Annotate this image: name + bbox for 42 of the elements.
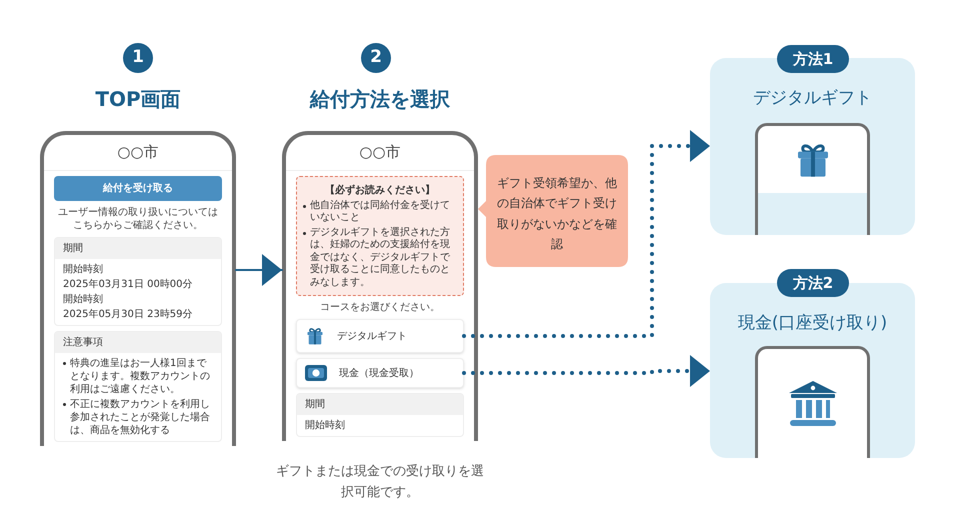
step-number-badge: 1	[123, 43, 153, 73]
card-title: 注意事項	[55, 332, 221, 352]
option-label: デジタルギフト	[337, 330, 407, 344]
screen-header: ○○市	[44, 135, 232, 170]
receive-button: 給付を受け取る	[54, 176, 222, 200]
card-title: 期間	[297, 394, 463, 415]
card-text: 開始時刻	[305, 419, 346, 432]
option-card	[296, 358, 464, 388]
bullet-item: デジタルギフトを選択された方は、妊婦のための支援給付を現金ではなく、デジタルギフトで受け取ることに同意したものとみなします。	[310, 226, 451, 289]
phone-mockup	[755, 346, 870, 458]
option-card	[296, 319, 464, 353]
phone-mockup	[755, 123, 870, 235]
connector-arrow	[462, 130, 712, 338]
screen-note: コースをお選びください。	[319, 301, 441, 314]
screen-note: ユーザー情報の取り扱いについてはこちらからご確認ください。	[57, 206, 219, 232]
info-card	[54, 330, 222, 442]
method-badge: 方法1	[777, 45, 849, 73]
card-text: 開始時刻	[63, 262, 104, 276]
screen-header: ○○市	[286, 135, 474, 170]
phone-screen	[40, 131, 236, 446]
bullet-item: 他自治体では同給付金を受けていないこと	[310, 200, 451, 224]
phone-screen	[282, 131, 478, 441]
bullet-item: 特典の進呈はお一人様1回までとなります。複数アカウントの利用はご遠慮ください。	[70, 356, 211, 396]
card-text: 2025年05月30日 23時59分	[63, 308, 194, 320]
speech-bubble	[478, 155, 628, 267]
option-label: 現金（現金受取）	[339, 366, 419, 380]
panel-title: デジタルギフト	[753, 87, 872, 110]
text-label: 給付方法を選択	[308, 86, 451, 113]
text-label: ギフトまたは現金での受け取りを選択可能です。	[275, 463, 485, 502]
notice-box	[296, 176, 464, 296]
step-number-badge: 2	[361, 43, 391, 73]
card-text: 2025年03月31日 00時00分	[63, 278, 194, 290]
notice-title: 【必ずお読みください】	[324, 184, 436, 198]
bubble-text: ギフト受領希望か、他の自治体でギフト受け取りがないかなどを確認	[496, 175, 618, 254]
connector-arrow	[462, 355, 712, 387]
method-badge: 方法2	[777, 269, 849, 297]
text-label: TOP画面	[94, 86, 182, 113]
card-text: 開始時刻	[63, 292, 104, 306]
bullet-item: 不正に複数アカウントを利用し参加されたことが発覚した場合は、商品を無効化する	[70, 398, 211, 436]
connector-arrow	[235, 254, 283, 286]
panel-title: 現金(口座受け取り)	[738, 312, 888, 335]
card-title: 期間	[55, 238, 221, 258]
